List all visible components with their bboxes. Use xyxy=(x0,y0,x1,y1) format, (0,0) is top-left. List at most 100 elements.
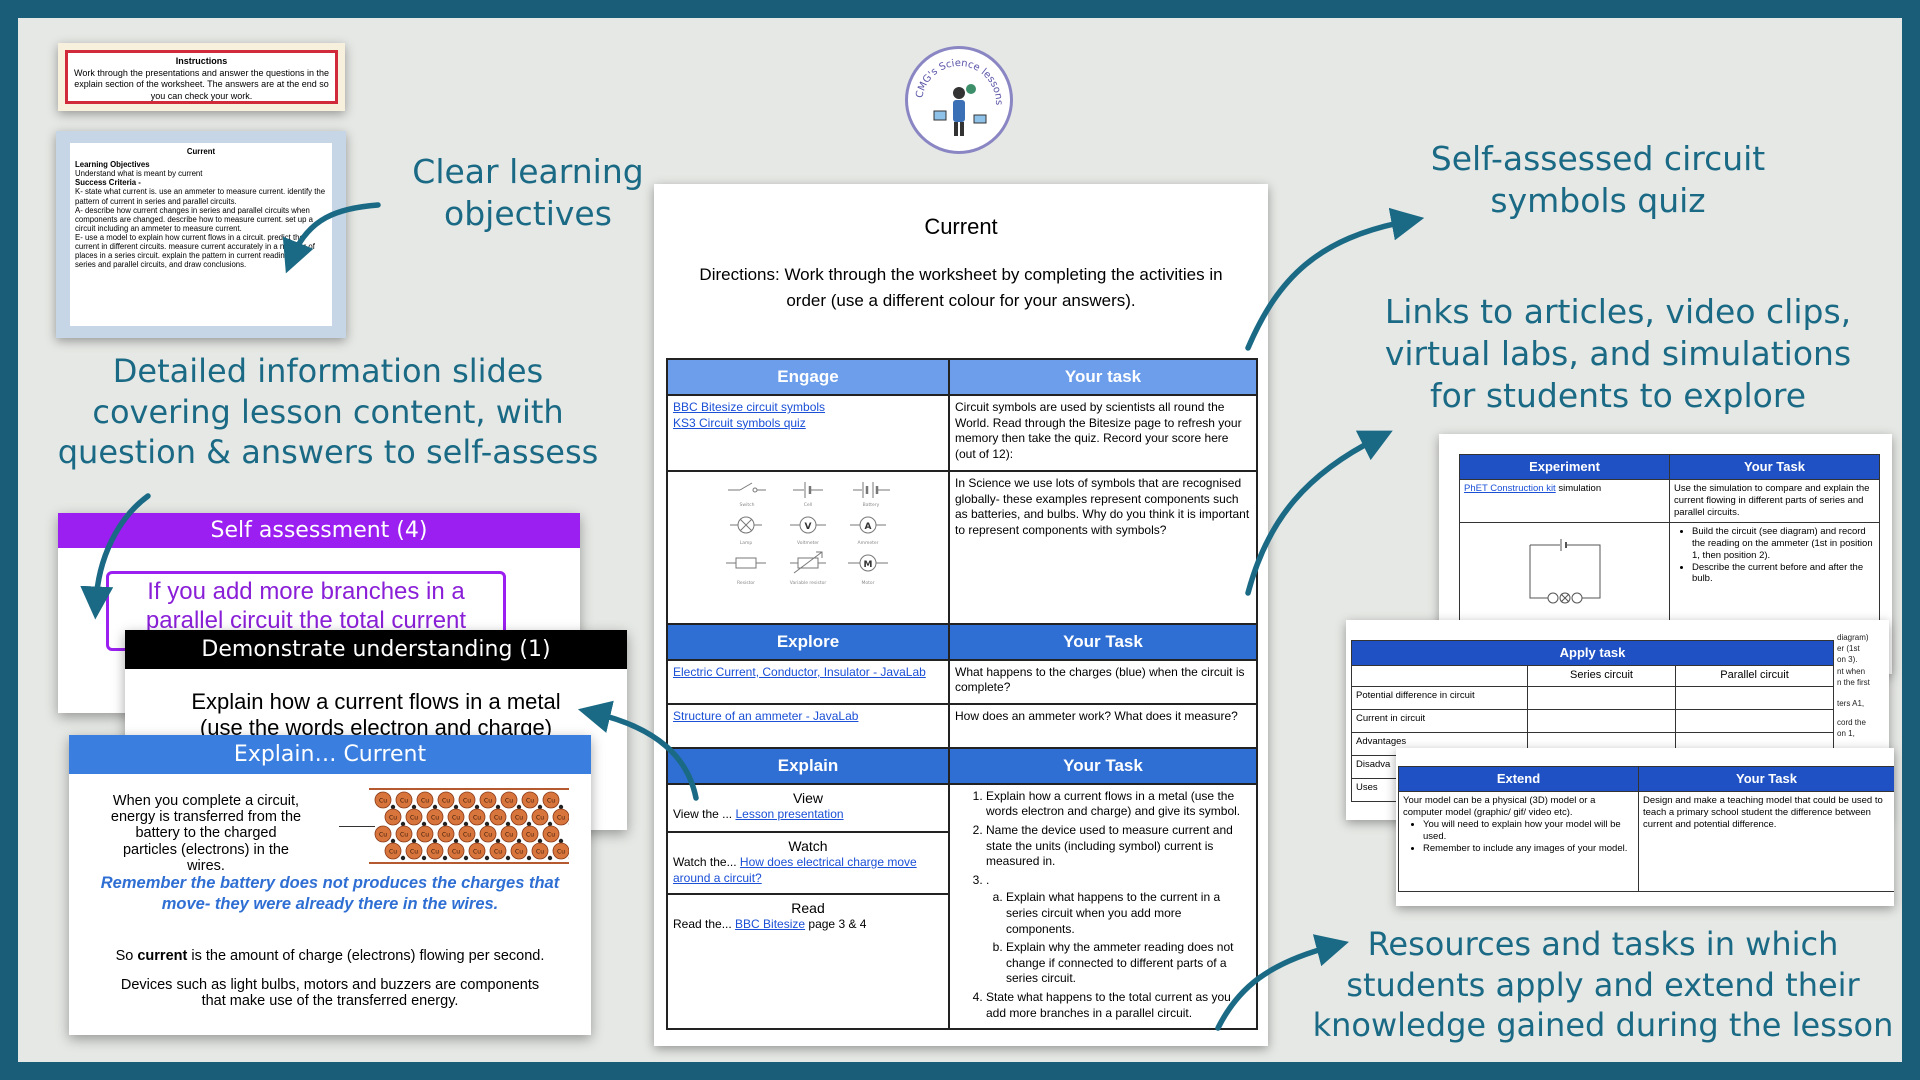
electron-dot xyxy=(421,821,427,827)
copper-ion xyxy=(542,825,560,843)
copper-ion xyxy=(468,808,486,826)
copper-ion xyxy=(447,842,465,860)
slide-explain-header: Explain… Current xyxy=(69,735,591,774)
objectives-card: Current Learning Objectives Understand w… xyxy=(56,131,346,338)
copper-ion-label: Cu xyxy=(410,815,418,822)
copper-ion-label: Cu xyxy=(536,849,544,856)
electron-dot xyxy=(463,821,469,827)
copper-ion xyxy=(500,791,518,809)
worksheet-table: Engage Your task BBC Bitesize circuit sy… xyxy=(666,357,1258,1031)
experiment-overflow-text: diagram) er (1st on 3). nt when n the fi… xyxy=(1837,633,1870,739)
instructions-body: Work through the presentations and answe… xyxy=(74,67,329,102)
sc-heading: Success Criteria - xyxy=(75,178,141,188)
symbol-label: Switch xyxy=(740,502,755,508)
electron-dot xyxy=(400,855,406,861)
electron-dot xyxy=(442,821,448,827)
copper-ion-label: Cu xyxy=(526,832,534,839)
copper-ion xyxy=(552,808,569,826)
sc-a: A- describe how current changes in serie… xyxy=(75,205,313,233)
brand-logo: CMG's Science lessons xyxy=(905,46,1013,154)
explore-task-header: Your Task xyxy=(948,622,1258,661)
annotation-arrows xyxy=(80,202,1425,1031)
slide-explain-p3: So current is the amount of charge (elec… xyxy=(115,948,545,964)
explore-header: Explore xyxy=(666,622,950,661)
annotation-resources: Resources and tasks in which students ap… xyxy=(1312,925,1894,1045)
copper-ion-label: Cu xyxy=(557,815,565,822)
question-3: . Explain what happens to the current in… xyxy=(986,873,1251,987)
copper-ion-label: Cu xyxy=(389,815,397,822)
electron-dot xyxy=(547,821,553,827)
electron-dot xyxy=(432,838,438,844)
electron-dot xyxy=(411,838,417,844)
question-2: Name the device used to measure current … xyxy=(986,823,1251,870)
electron-dot xyxy=(495,838,501,844)
symbol-label: Battery xyxy=(863,502,880,508)
copper-ion-label: Cu xyxy=(389,849,397,856)
javalab-current-link[interactable]: Electric Current, Conductor, Insulator -… xyxy=(673,664,926,679)
objectives-title: Current xyxy=(186,147,216,156)
copper-ion xyxy=(437,791,455,809)
slide-explain-p1: When you complete a circuit, energy is t… xyxy=(110,793,302,874)
electron-dot xyxy=(526,855,532,861)
phet-link[interactable]: PhET Construction kit xyxy=(1464,483,1556,495)
electron-dot xyxy=(400,821,406,827)
copper-ion-label: Cu xyxy=(431,849,439,856)
worksheet: Current Directions: Work through the wor… xyxy=(654,184,1268,1046)
copper-ion xyxy=(552,842,569,860)
annotation-learning-objectives: Clear learning objectives xyxy=(412,152,644,233)
electron-dot xyxy=(453,838,459,844)
question-3a: Explain what happens to the current in a… xyxy=(1006,890,1251,937)
slide-self-header: Self assessment (4) xyxy=(58,513,580,548)
electron-dot xyxy=(432,804,438,810)
lo-text: Understand what is meant by current xyxy=(75,169,203,179)
explore-task2: How does an ammeter work? What does it m… xyxy=(948,702,1258,749)
copper-ion xyxy=(416,791,434,809)
copper-ion xyxy=(479,791,497,809)
lo-heading: Learning Objectives xyxy=(75,160,150,170)
svg-text:M: M xyxy=(864,560,873,570)
javalab-ammeter-link[interactable]: Structure of an ammeter - JavaLab xyxy=(673,708,859,723)
charge-video-link[interactable]: How does electrical charge move around a… xyxy=(673,855,917,885)
copper-ion-label: Cu xyxy=(547,832,555,839)
arrow-self-assess xyxy=(80,493,151,620)
electron-dot xyxy=(463,855,469,861)
symbols-quiz-link[interactable]: KS3 Circuit symbols quiz xyxy=(673,415,806,430)
copper-ion-label: Cu xyxy=(484,832,492,839)
electron-dot xyxy=(453,804,459,810)
arrow-objectives xyxy=(282,202,381,274)
slide-demo-question: Explain how a current flows in a metal xyxy=(191,689,561,714)
copper-ion-label: Cu xyxy=(452,849,460,856)
svg-text:V: V xyxy=(805,522,812,532)
explain-questions-cell: Explain how a current flows in a metal (… xyxy=(948,782,1258,1031)
bitesize-symbols-link[interactable]: BBC Bitesize circuit symbols xyxy=(673,400,826,415)
lesson-presentation-link[interactable]: Lesson presentation xyxy=(735,807,844,822)
copper-ion-label: Cu xyxy=(473,849,481,856)
slide-explain-note: Remember the battery does not produces t… xyxy=(100,874,560,913)
electron-dot xyxy=(495,804,501,810)
copper-ion xyxy=(384,808,402,826)
question-1: Explain how a current flows in a metal (… xyxy=(986,789,1251,820)
copper-ion xyxy=(510,808,528,826)
engage-task1: Circuit symbols are used by scientists a… xyxy=(948,394,1258,473)
copper-ion-label: Cu xyxy=(536,815,544,822)
copper-ion xyxy=(384,842,402,860)
copper-ion-label: Cu xyxy=(410,849,418,856)
copper-ion-label: Cu xyxy=(547,798,555,805)
copper-ion xyxy=(395,791,413,809)
copper-ion-label: Cu xyxy=(515,815,523,822)
slide-demo-header: Demonstrate understanding (1) xyxy=(125,630,627,669)
symbol-label: Ammeter xyxy=(858,540,879,546)
symbol-label: Motor xyxy=(861,580,874,586)
copper-ion xyxy=(405,808,423,826)
explain-task-header: Your Task xyxy=(948,746,1258,785)
electron-dot xyxy=(558,838,564,844)
copper-ion xyxy=(468,842,486,860)
bitesize-read-link[interactable]: BBC Bitesize xyxy=(735,917,806,932)
annotation-info-slides: Detailed information slides covering les… xyxy=(57,352,599,472)
engage-task-header: Your task xyxy=(948,357,1258,397)
copper-ion xyxy=(542,791,560,809)
copper-ion-label: Cu xyxy=(505,798,513,805)
electron-dot xyxy=(537,804,543,810)
